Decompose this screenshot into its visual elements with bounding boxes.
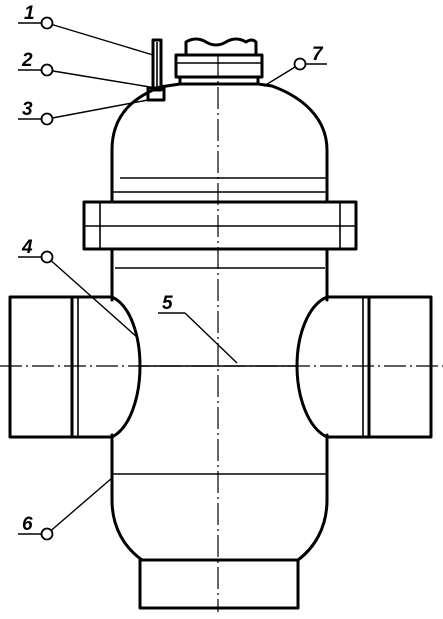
callout-bubble-1: [40, 16, 54, 30]
leader-1: [46, 22, 154, 56]
leader-5: [184, 312, 238, 364]
leader-7: [263, 63, 301, 87]
callout-bubble-2: [40, 63, 54, 77]
body-flange: [82, 200, 358, 251]
top-cap: [174, 37, 264, 86]
leader-3: [46, 99, 149, 120]
callout-bubble-3: [40, 112, 54, 126]
callout-label-5: 5: [162, 293, 173, 314]
probe-fitting: [146, 38, 166, 102]
callout-bubble-7: [293, 57, 307, 71]
middle-body: [110, 247, 329, 502]
lower-dome: [110, 498, 329, 562]
left-nozzle: [8, 295, 142, 439]
callout-label-3: 3: [22, 99, 33, 120]
callout-label-7: 7: [312, 44, 324, 65]
bottom-spigot: [138, 558, 300, 610]
leader-4: [46, 256, 139, 339]
callout-label-4: 4: [21, 237, 33, 258]
right-nozzle: [295, 295, 433, 439]
callout-bubble-6: [40, 527, 54, 541]
callout-label-1: 1: [24, 3, 35, 24]
callout-label-2: 2: [21, 50, 33, 71]
leader-2: [46, 69, 151, 88]
callout-label-6: 6: [22, 514, 33, 535]
callout-bubble-4: [40, 250, 54, 264]
leader-6: [46, 477, 113, 535]
